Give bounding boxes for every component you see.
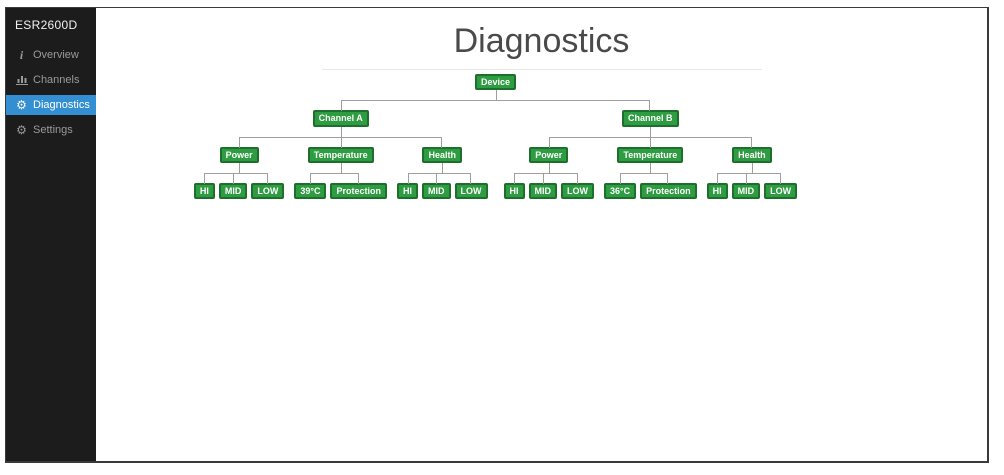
sidebar-item-channels[interactable]: Channels — [6, 70, 96, 90]
sidebar-item-settings[interactable]: ⚙ Settings — [6, 120, 96, 140]
tree-node-channel-b-power: Power — [529, 146, 569, 164]
tree-node-leaf: LOW — [561, 183, 594, 200]
tree-node-leaf: MID — [731, 183, 761, 200]
tree-node-leaf: MID — [422, 183, 451, 200]
gear-icon: ⚙ — [16, 98, 27, 112]
page-title: Diagnostics — [453, 22, 630, 60]
tree-node-leaf: 39°C — [294, 183, 327, 200]
info-icon: i — [19, 48, 24, 62]
sidebar-item-label: Diagnostics — [33, 99, 90, 111]
tree-node-channel-b-temperature: Temperature — [617, 146, 684, 164]
tree-node-leaf: Protection — [640, 183, 697, 200]
tree-node-channel-a-power: Power — [219, 146, 259, 164]
sidebar-item-overview[interactable]: i Overview — [6, 45, 96, 65]
divider — [321, 69, 762, 70]
tree-node-leaf: HI — [193, 183, 215, 200]
tree-node-leaf: LOW — [764, 183, 798, 200]
tree-node-leaf: HI — [706, 183, 728, 200]
tree-node-leaf: HI — [397, 183, 418, 200]
sidebar-item-label: Settings — [33, 124, 73, 136]
main-content: Diagnostics Device Channel A Power — [96, 8, 987, 461]
tree-node-leaf: LOW — [251, 183, 285, 200]
tree-node-leaf: LOW — [454, 183, 488, 200]
sidebar-item-label: Channels — [33, 74, 80, 86]
tree-node-device: Device — [474, 74, 517, 91]
tree-root: Device Channel A Power HI MID — [183, 72, 808, 200]
tree-node-leaf: MID — [528, 183, 557, 200]
tree-node-channel-a-temperature: Temperature — [307, 146, 374, 164]
tree-node-channel-b-health: Health — [732, 146, 772, 164]
app-title: ESR2600D — [15, 18, 78, 32]
gear-icon: ⚙ — [16, 123, 27, 137]
tree-node-leaf: 36°C — [604, 183, 637, 200]
tree-node-channel-b: Channel B — [622, 110, 679, 127]
sidebar-item-label: Overview — [33, 49, 79, 61]
app-window: ESR2600D i Overview Channels ⚙ — [5, 7, 989, 463]
tree-node-leaf: MID — [218, 183, 248, 200]
tree-node-leaf: HI — [503, 183, 525, 200]
sidebar-item-diagnostics[interactable]: ⚙ Diagnostics — [6, 95, 96, 115]
bar-chart-icon — [15, 75, 28, 85]
tree-node-channel-a-health: Health — [422, 146, 462, 164]
sidebar: ESR2600D i Overview Channels ⚙ — [6, 8, 96, 461]
diagnostics-tree: Device Channel A Power HI MID — [96, 72, 941, 200]
tree-node-channel-a: Channel A — [312, 110, 369, 127]
tree-node-leaf: Protection — [330, 183, 387, 200]
sidebar-nav: i Overview Channels ⚙ Diagnostics — [6, 45, 96, 145]
